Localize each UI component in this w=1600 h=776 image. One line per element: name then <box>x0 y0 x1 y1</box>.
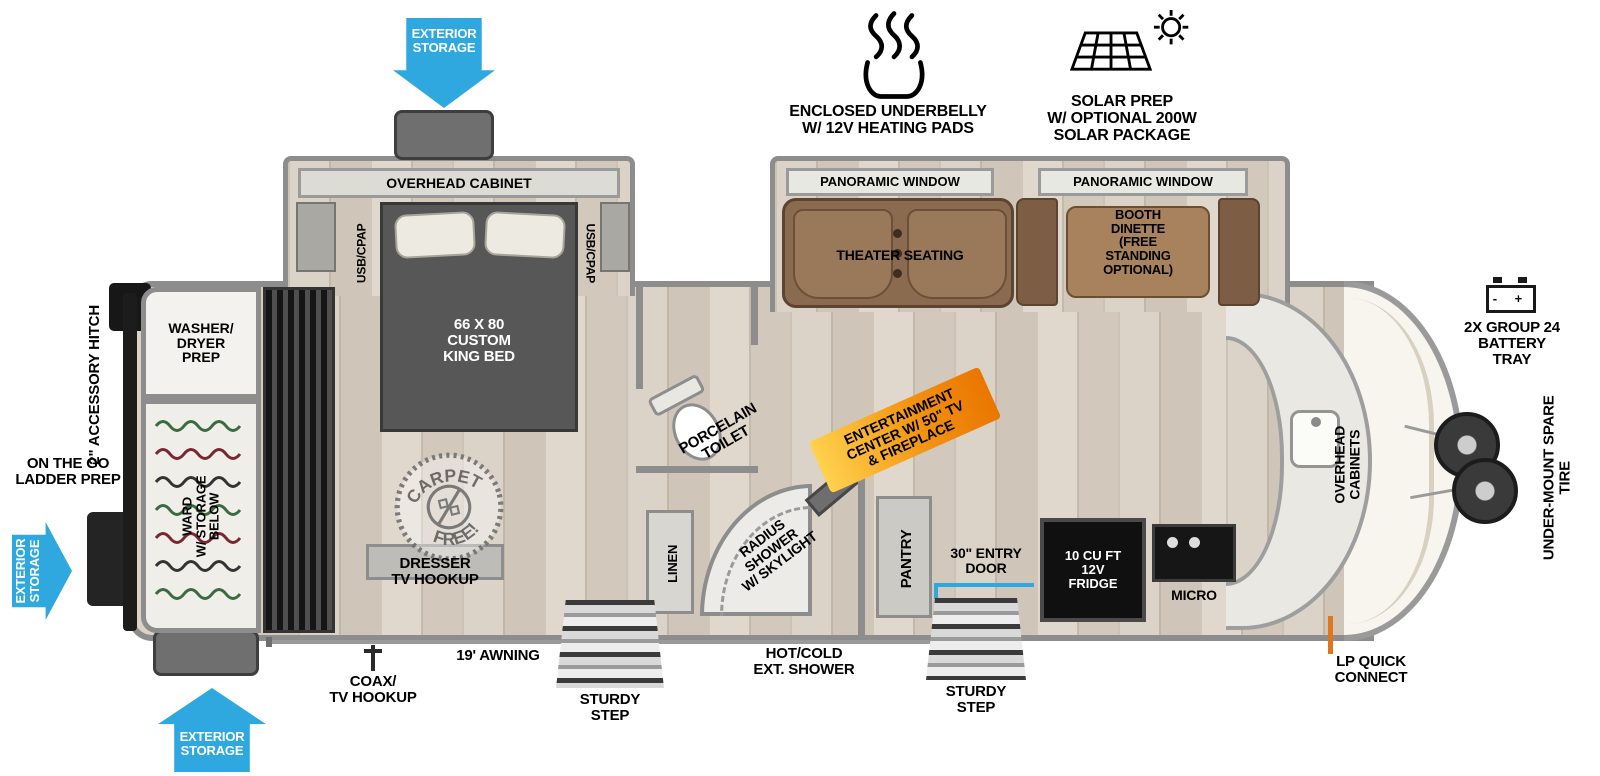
awning-end-cap <box>266 637 272 647</box>
bath-wall <box>636 466 758 473</box>
label-theater-seating: THEATER SEATING <box>836 247 964 263</box>
sturdy-step-left <box>556 600 664 688</box>
coax-hookup-icon <box>371 645 375 671</box>
dinette-bench-left <box>1016 198 1058 306</box>
fridge: 10 CU FT 12V FRIDGE <box>1040 518 1146 622</box>
label-awning: 19' AWNING <box>456 647 540 664</box>
pillow <box>393 210 477 260</box>
label-ladder-prep: ON THE GO LADDER PREP <box>15 455 121 488</box>
cupholder <box>893 269 902 278</box>
pillow <box>483 210 567 260</box>
trailer-body <box>128 281 1374 641</box>
label-sturdy-step-right: STURDY STEP <box>945 683 1007 716</box>
linen-cabinet: LINEN <box>646 510 694 614</box>
label-solar-prep: SOLAR PREP W/ OPTIONAL 200W SOLAR PACKAG… <box>1047 93 1197 144</box>
heating-pads-icon <box>845 6 943 104</box>
cupholder <box>893 249 902 258</box>
slatted-closet <box>263 287 335 633</box>
carpet-free-stamp: CARPET FREE! <box>380 438 518 576</box>
bath-wall <box>636 287 643 389</box>
panoramic-window-left: PANORAMIC WINDOW <box>786 168 994 196</box>
label-micro: MICRO <box>1171 587 1217 603</box>
spare-tire-icon <box>1452 458 1518 524</box>
exterior-storage-arrow-bottom: EXTERIOR STORAGE <box>158 688 266 772</box>
exterior-storage-arrow-top: EXTERIOR STORAGE <box>393 18 495 108</box>
hanging-clothes-icon <box>154 420 242 600</box>
exterior-storage-arrow-left: EXTERIOR STORAGE <box>12 522 72 620</box>
label-spare-tire: UNDER-MOUNT SPARE TIRE <box>1540 395 1573 561</box>
faucet-icon <box>1311 417 1321 427</box>
label-dresser: DRESSER TV HOOKUP <box>391 555 479 588</box>
king-bed: 66 X 80 CUSTOM KING BED <box>380 202 578 432</box>
battery-terminal <box>1493 277 1502 283</box>
cupholder <box>893 229 902 238</box>
solar-prep-icon <box>1069 8 1194 96</box>
label-king-bed: 66 X 80 CUSTOM KING BED <box>443 316 515 365</box>
exterior-storage-box-left <box>87 512 129 606</box>
label-usb-cpap-right: USB/CPAP <box>583 223 598 284</box>
exterior-storage-box-top <box>394 110 494 160</box>
label-accessory-hitch: 2" ACCESSORY HITCH <box>86 305 104 465</box>
entry-door-swing <box>934 583 1034 587</box>
exterior-storage-box-rear <box>153 630 259 676</box>
sturdy-step-right <box>926 598 1026 680</box>
dinette-table <box>1066 206 1210 298</box>
theater-seat-right <box>907 209 1007 299</box>
label-underbelly: ENCLOSED UNDERBELLY W/ 12V HEATING PADS <box>789 103 987 137</box>
label-overhead-cabinets: OVERHEAD CABINETS <box>1331 425 1362 504</box>
label-pantry: PANTRY <box>898 529 916 589</box>
label-sturdy-step-left: STURDY STEP <box>579 691 641 724</box>
label-coax: COAX/ TV HOOKUP <box>329 673 417 706</box>
wardrobe-with-storage: WARD W/ STORAGE BELOW <box>141 399 261 633</box>
washer-dryer-prep: WASHER/ DRYER PREP <box>141 287 261 399</box>
label-lp-connect: LP QUICK CONNECT <box>1334 653 1408 686</box>
kitchen-sink <box>1290 410 1340 468</box>
theater-seating <box>782 198 1014 308</box>
microwave-cooktop <box>1152 524 1236 582</box>
rear-bumper <box>123 293 137 631</box>
battery-terminal <box>1518 277 1527 283</box>
dinette-bench-right <box>1218 198 1260 306</box>
label-exterior-storage-left: EXTERIOR STORAGE <box>13 538 42 604</box>
burner-icon <box>1189 537 1200 548</box>
bedside-cabinet-right <box>600 202 630 272</box>
bath-wall <box>858 472 865 635</box>
pantry: PANTRY <box>876 496 932 618</box>
label-booth-dinette: BOOTH DINETTE (FREE STANDING OPTIONAL) <box>1103 207 1173 277</box>
label-battery-tray: 2X GROUP 24 BATTERY TRAY <box>1464 319 1560 368</box>
lp-quick-connect-icon <box>1328 616 1333 654</box>
overhead-cabinet: OVERHEAD CABINET <box>298 168 620 198</box>
front-cap-inner-line <box>1348 298 1434 624</box>
coax-hookup-icon <box>364 649 382 653</box>
entry-door-hinge <box>934 583 938 599</box>
battery-icon: - + <box>1486 285 1536 313</box>
bedside-cabinet-left <box>296 202 336 272</box>
label-wardrobe: WARD W/ STORAGE BELOW <box>179 475 222 558</box>
label-linen: LINEN <box>665 544 681 583</box>
burner-icon <box>1167 537 1178 548</box>
label-exterior-storage-bottom: EXTERIOR STORAGE <box>179 729 245 758</box>
panoramic-window-right: PANORAMIC WINDOW <box>1038 168 1248 196</box>
label-exterior-storage-top: EXTERIOR STORAGE <box>411 26 477 55</box>
label-entry-door: 30" ENTRY DOOR <box>950 545 1022 576</box>
bath-wall <box>751 287 758 345</box>
theater-seat-left <box>793 209 893 299</box>
label-usb-cpap-left: USB/CPAP <box>354 223 369 284</box>
label-ext-shower: HOT/COLD EXT. SHOWER <box>753 645 855 678</box>
